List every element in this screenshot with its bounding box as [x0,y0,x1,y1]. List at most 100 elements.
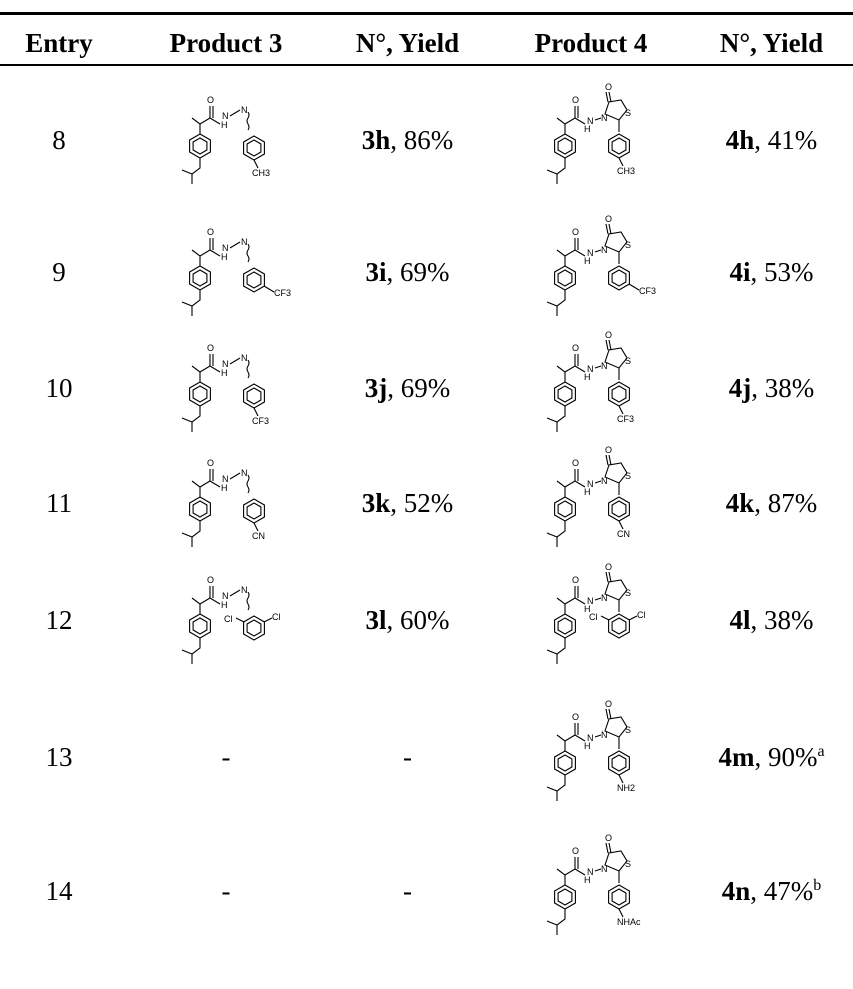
svg-text:N: N [241,105,248,115]
svg-text:N: N [601,245,608,255]
svg-text:O: O [572,343,579,353]
yield-value: , 69% [386,257,450,287]
svg-text:N: N [222,111,229,121]
svg-text:N: N [601,593,608,603]
svg-text:H: H [221,368,228,378]
svg-text:N: N [222,474,229,484]
svg-text:N: N [601,361,608,371]
yield-value: , 69% [387,373,451,403]
svg-text:N: N [601,730,608,740]
svg-text:O: O [572,712,579,722]
svg-text:N: N [222,243,229,253]
svg-text:O: O [572,227,579,237]
svg-text:Cl: Cl [637,610,646,620]
svg-text:O: O [572,458,579,468]
yield-value: , 41% [754,125,818,155]
svg-text:H: H [584,487,591,497]
yield-3-cell: 3l, 60% [325,605,490,635]
entry-number: 12 [45,605,73,635]
entry-number: 9 [52,257,66,287]
svg-text:N: N [241,585,248,595]
yield-3-empty: - [403,876,412,906]
compound-code: 4l [729,605,751,635]
svg-text:S: S [625,356,631,366]
svg-text:N: N [241,353,248,363]
compound-code: 4k [725,488,755,518]
yield-3-empty: - [403,742,412,772]
svg-text:H: H [221,483,228,493]
svg-text:Cl: Cl [224,614,233,624]
svg-text:Cl: Cl [589,612,598,622]
svg-text:CF3: CF3 [252,416,269,426]
svg-text:O: O [572,95,579,105]
svg-text:CN: CN [617,529,630,539]
svg-text:O: O [207,95,214,105]
svg-text:O: O [605,699,612,709]
yield-4-cell: 4j, 38% [690,373,853,403]
svg-text:S: S [625,240,631,250]
svg-text:S: S [625,725,631,735]
svg-text:N: N [587,596,594,606]
yield-3-cell: 3i, 69% [325,257,490,287]
svg-text:O: O [605,82,612,92]
yield-3-cell: 3h, 86% [325,125,490,155]
yield-3-cell: 3j, 69% [325,373,490,403]
yield-value: , 86% [390,125,454,155]
svg-text:H: H [221,600,228,610]
yield-value: , 38% [751,373,815,403]
svg-text:O: O [207,575,214,585]
svg-text:CF3: CF3 [274,288,291,298]
compound-code: 3j [364,373,388,403]
yield-4-cell: 4m, 90%a [690,742,853,772]
yield-value: , 38% [750,605,814,635]
compound-code: 3k [361,488,391,518]
yield-4-cell: 4i, 53% [690,257,853,287]
yield-4-cell: 4n, 47%b [690,876,853,906]
svg-text:N: N [587,116,594,126]
header-yield-3: N°, Yield [355,28,460,58]
header-entry: Entry [25,28,93,58]
header-product-3: Product 3 [169,28,283,58]
svg-text:CF3: CF3 [639,286,656,296]
svg-text:H: H [221,120,228,130]
yield-footnote: a [817,743,825,760]
svg-text:H: H [584,741,591,751]
top-rule [0,12,853,15]
yield-value: , 52% [390,488,454,518]
svg-text:CN: CN [252,531,265,541]
entry-number: 8 [52,125,66,155]
svg-text:N: N [587,479,594,489]
svg-text:N: N [601,476,608,486]
compound-code: 4h [725,125,755,155]
header-product-4: Product 4 [534,28,648,58]
svg-text:O: O [207,458,214,468]
yield-value: , 47% [750,876,814,906]
svg-text:S: S [625,859,631,869]
svg-text:S: S [625,108,631,118]
header-yield-4: N°, Yield [719,28,824,58]
compound-code: 4i [729,257,751,287]
compound-code: 4m [718,742,755,772]
svg-text:H: H [584,124,591,134]
svg-text:H: H [584,875,591,885]
yield-value: , 53% [750,257,814,287]
svg-text:Cl: Cl [272,612,281,622]
product-3-empty: - [221,876,231,906]
svg-text:CH3: CH3 [252,168,270,178]
svg-text:H: H [584,256,591,266]
svg-text:O: O [605,445,612,455]
yield-4-cell: 4l, 38% [690,605,853,635]
svg-text:N: N [601,113,608,123]
yield-value: , 87% [754,488,818,518]
